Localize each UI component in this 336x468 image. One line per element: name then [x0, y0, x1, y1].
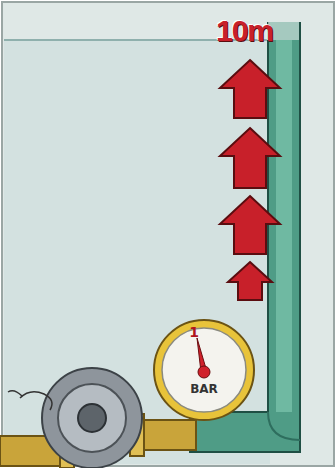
pipe-edge [299, 22, 301, 40]
pipe-elbow [268, 412, 300, 440]
pressure-arrow [228, 262, 272, 300]
pump-housing [42, 368, 142, 468]
pump-cover [58, 384, 126, 452]
pressure-arrow [220, 196, 280, 254]
pressure-arrow [220, 60, 280, 118]
needle-hub [198, 366, 210, 378]
outlet-pipe [140, 420, 196, 450]
power-wire [8, 391, 22, 396]
gauge-rim [154, 320, 254, 420]
pressure-gauge: 1BAR [152, 318, 256, 422]
power-wire [20, 392, 52, 410]
pump-hub [78, 404, 106, 432]
gauge-dial [152, 318, 256, 422]
gauge-value: 1 [142, 324, 246, 340]
pipe-water [276, 40, 292, 412]
pressure-arrow [220, 128, 280, 188]
height-label: 10m [216, 14, 273, 48]
gauge-unit: BAR [152, 382, 256, 396]
gauge-face [162, 328, 246, 412]
